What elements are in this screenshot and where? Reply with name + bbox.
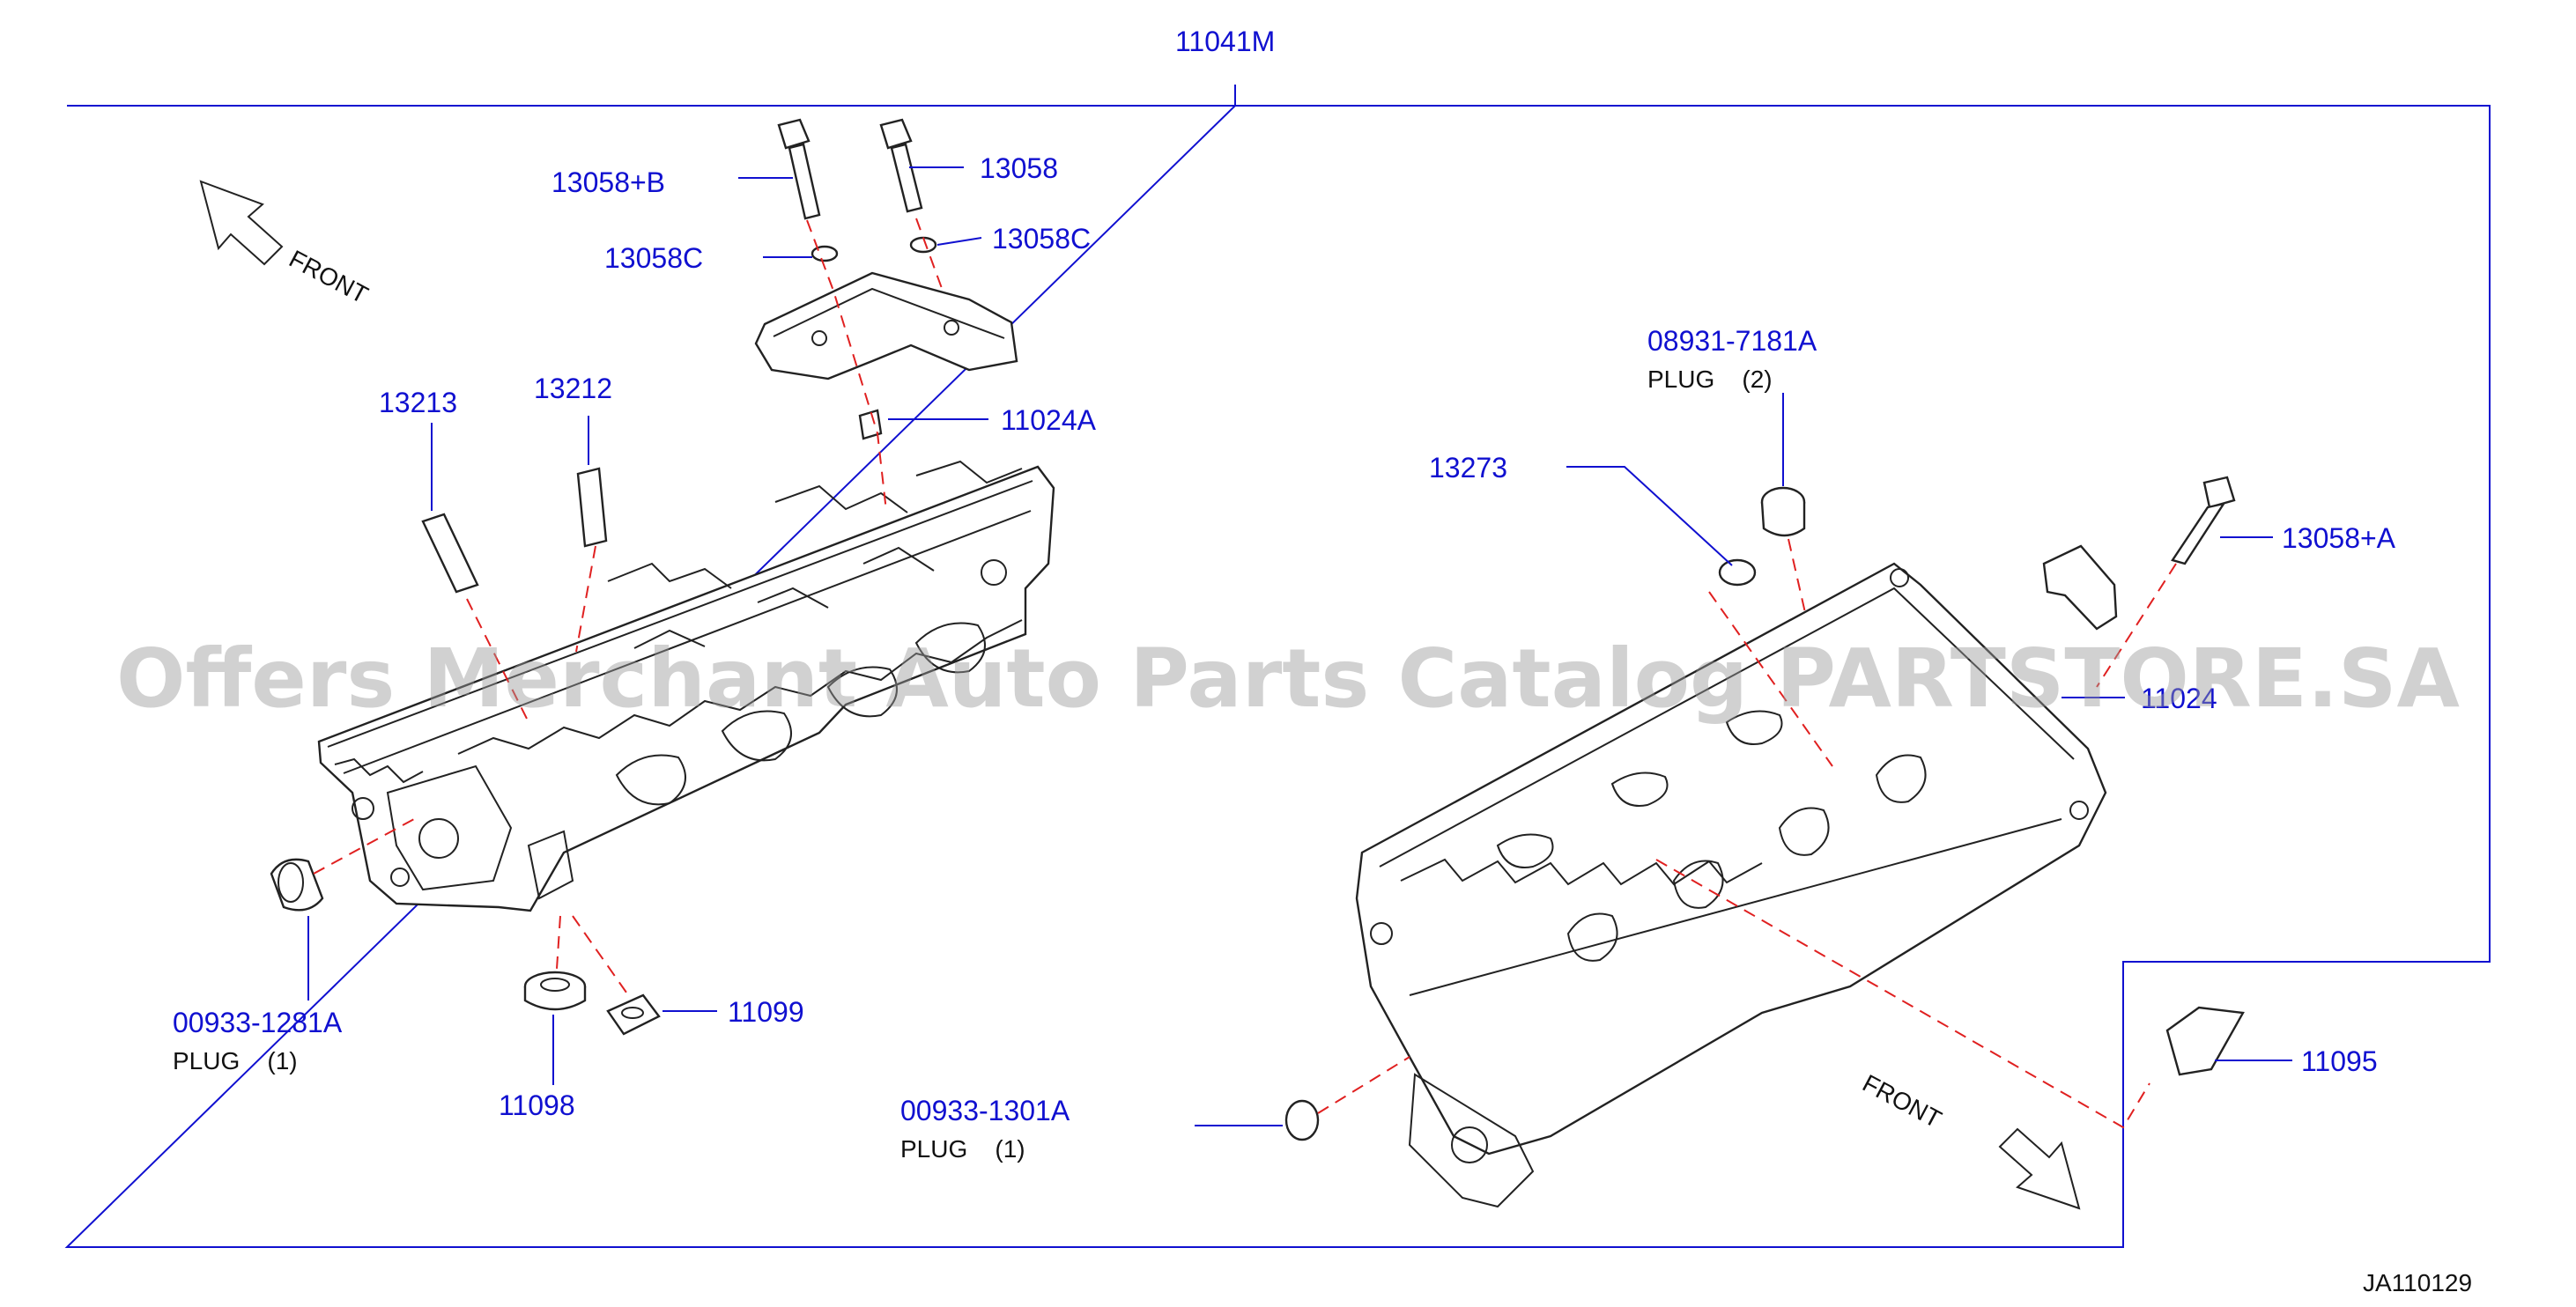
- label-13212[interactable]: 13212: [534, 373, 612, 404]
- watermark: Offers Merchant Auto Parts Catalog PARTS…: [116, 631, 2460, 726]
- label-08931-7181a[interactable]: 08931-7181A: [1647, 325, 1817, 357]
- dowel-13213: [421, 513, 479, 594]
- dowel-11095: [2165, 1006, 2245, 1076]
- cylinder-head-right: [1355, 562, 2107, 1208]
- dowel-13212: [576, 467, 608, 548]
- label-11095[interactable]: 11095: [2301, 1045, 2378, 1077]
- plug-00933-1301a: [1284, 1099, 1320, 1141]
- label-13058[interactable]: 13058: [980, 152, 1058, 184]
- front-arrow-left-icon: FRONT: [199, 180, 373, 309]
- assembly-label[interactable]: 11041M: [1175, 26, 1275, 57]
- label-13273[interactable]: 13273: [1429, 452, 1507, 484]
- label-11024-right[interactable]: 11024: [2141, 683, 2217, 714]
- label-13213[interactable]: 13213: [379, 387, 457, 418]
- front-label-left: FRONT: [285, 245, 373, 309]
- bolt-13058-a: [2171, 476, 2236, 565]
- note-08931-7181a: PLUG (2): [1647, 366, 1773, 393]
- bracket-right: [2042, 544, 2118, 631]
- front-arrow-right-icon: FRONT: [1858, 1069, 2081, 1210]
- label-00933-1281a[interactable]: 00933-1281A: [173, 1007, 343, 1038]
- label-13058-a[interactable]: 13058+A: [2282, 522, 2396, 554]
- bolt-13058: [879, 118, 923, 213]
- label-11098[interactable]: 11098: [499, 1089, 575, 1121]
- plug-00933-1281a: [270, 858, 324, 912]
- alignment-lines: [313, 218, 2177, 1129]
- label-11099[interactable]: 11099: [728, 996, 804, 1028]
- label-00933-1301a[interactable]: 00933-1301A: [900, 1095, 1070, 1126]
- label-13058-b[interactable]: 13058+B: [551, 166, 665, 198]
- bolt-13058-b: [777, 118, 821, 220]
- washer-13058c-left: [811, 245, 839, 262]
- note-00933-1301a: PLUG (1): [900, 1135, 1025, 1163]
- diagram-code: JA110129: [2363, 1269, 2472, 1296]
- plug-08931-7181a: [1760, 486, 1806, 537]
- cylinder-head-left: [317, 460, 1055, 912]
- seal-11098: [523, 971, 587, 1011]
- camshaft-bracket: [754, 271, 1018, 380]
- front-label-right: FRONT: [1858, 1069, 1946, 1133]
- label-13058c-right[interactable]: 13058C: [992, 223, 1091, 255]
- note-00933-1281a: PLUG (1): [173, 1047, 298, 1074]
- label-11024a[interactable]: 11024A: [1001, 404, 1097, 436]
- leader-lines: [307, 166, 2292, 1126]
- assembly-frame: [64, 85, 2491, 1248]
- washer-13273: [1718, 558, 1757, 587]
- label-13058c-left[interactable]: 13058C: [604, 242, 703, 274]
- seal-11099: [606, 993, 661, 1036]
